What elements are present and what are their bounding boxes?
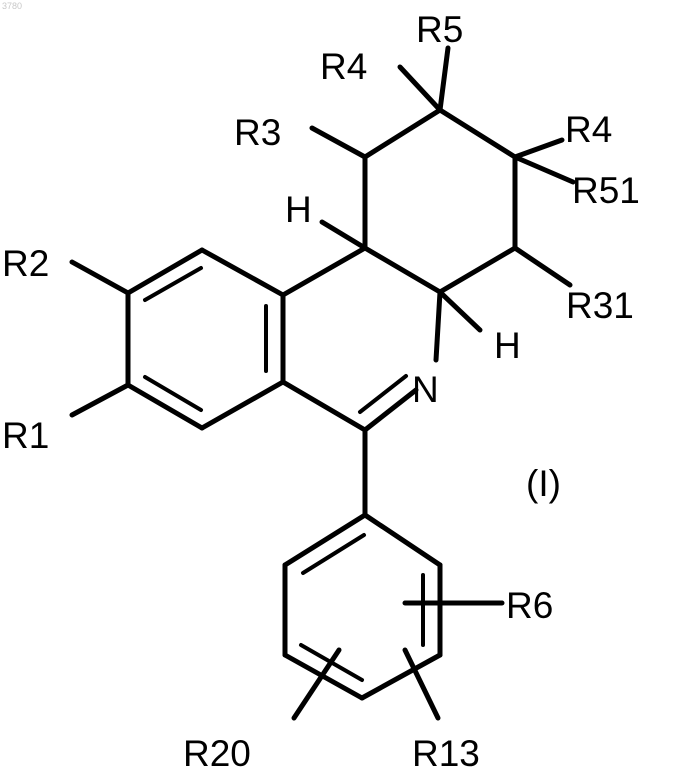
bond-h-top	[322, 222, 365, 248]
bond	[202, 382, 283, 428]
bond-r4-top	[400, 67, 440, 110]
bond	[283, 382, 365, 430]
label-r3: R3	[234, 112, 281, 153]
bond	[440, 248, 515, 292]
left-benzene-ring	[128, 250, 283, 428]
bond-r51	[515, 157, 573, 182]
cyclohexane-ring	[365, 110, 515, 292]
lower-phenyl-ring	[285, 430, 440, 698]
double-bond-inner	[145, 377, 201, 410]
label-r31: R31	[566, 285, 634, 326]
bond-r5	[440, 48, 448, 110]
bond	[128, 385, 202, 428]
label-r1: R1	[2, 415, 49, 456]
bond-h-bottom	[440, 292, 480, 330]
bond-r31	[515, 248, 570, 285]
label-h-top: H	[285, 189, 312, 230]
page-code: 3780	[2, 1, 22, 11]
label-r2: R2	[2, 243, 49, 284]
label-nitrogen: N	[412, 369, 439, 410]
bond	[202, 250, 283, 295]
bond-r2	[72, 262, 128, 293]
bond-r3	[312, 128, 365, 157]
compound-label: (I)	[526, 463, 561, 504]
double-bond-inner	[303, 535, 364, 573]
bond	[365, 515, 440, 565]
labels: R2 R1 R3 R4 R5 R4 R51 R31 H H N (I) R6 R…	[2, 9, 640, 774]
bond	[362, 655, 440, 698]
label-r20: R20	[183, 733, 251, 774]
bond	[283, 248, 365, 295]
label-r51: R51	[572, 170, 640, 211]
bond-r4-right	[515, 140, 562, 157]
label-r4-right: R4	[565, 109, 612, 150]
bond	[436, 292, 440, 360]
label-r6: R6	[506, 585, 553, 626]
bond-c-n-double	[365, 390, 416, 430]
bond	[365, 110, 440, 157]
bond	[365, 248, 440, 292]
double-bond-inner	[360, 376, 406, 412]
label-h-bottom: H	[494, 325, 521, 366]
double-bond-inner	[145, 268, 201, 300]
bond	[440, 110, 515, 157]
label-r5: R5	[416, 9, 463, 50]
label-r13: R13	[412, 733, 480, 774]
label-r4-top: R4	[320, 46, 367, 87]
bond-r1	[72, 385, 128, 415]
